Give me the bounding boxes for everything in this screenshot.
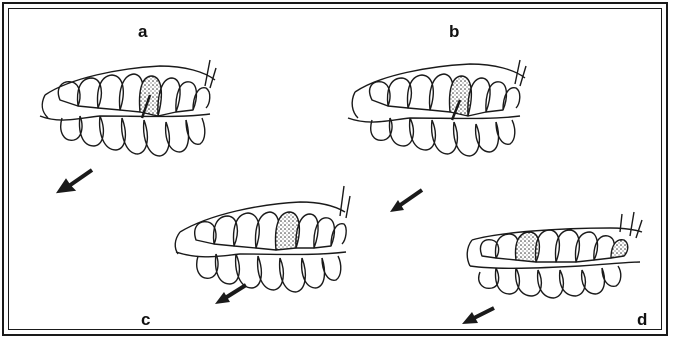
dentition-panel-d — [467, 212, 642, 298]
dentition-panel-c — [175, 186, 350, 292]
arrow-icon-d — [462, 308, 494, 324]
arrow-icon-a — [58, 170, 92, 192]
arrow-icon-c — [215, 285, 246, 304]
arrow-icon-b — [390, 190, 422, 212]
dentition-panel-b — [348, 60, 526, 156]
dentition-panel-a — [40, 60, 216, 156]
